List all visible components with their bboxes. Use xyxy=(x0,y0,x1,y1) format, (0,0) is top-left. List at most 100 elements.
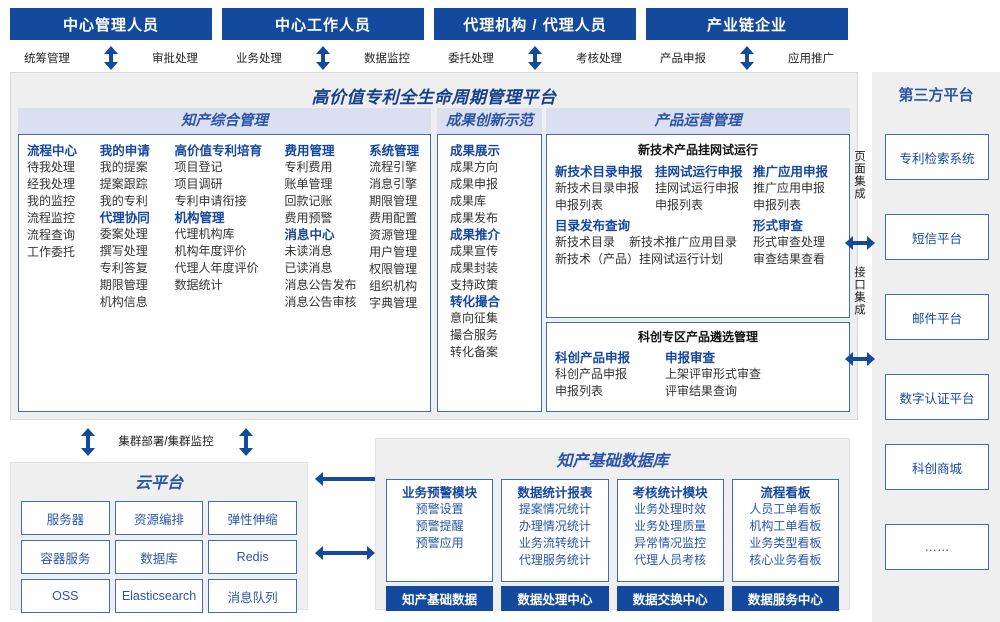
ip-mgmt-item[interactable]: 待我处理 xyxy=(27,160,76,174)
product-ops-item[interactable]: 新技术目录申报 xyxy=(555,181,640,195)
innovation-group-head[interactable]: 成果展示 xyxy=(450,144,501,158)
ip-mgmt-item[interactable]: 机构信息 xyxy=(99,295,148,309)
cloud-cell-7[interactable]: Elasticsearch xyxy=(114,579,204,613)
ip-mgmt-item[interactable]: 消息引擎 xyxy=(369,177,418,191)
ip-mgmt-group-head[interactable]: 消息中心 xyxy=(284,228,335,242)
cloud-cell-8[interactable]: 消息队列 xyxy=(208,579,297,613)
product-ops-group-head[interactable]: 目录发布查询 xyxy=(555,219,631,233)
innovation-item[interactable]: 成果封装 xyxy=(450,261,499,275)
product-ops-item[interactable]: 推广应用申报 xyxy=(753,181,826,195)
innovation-item[interactable]: 成果宣传 xyxy=(450,244,499,258)
product-ops-group-head[interactable]: 新技术目录申报 xyxy=(555,165,643,179)
product-ops-group-head[interactable]: 推广应用申报 xyxy=(753,165,829,179)
database-col-item[interactable]: 业务流转统计 xyxy=(518,536,591,550)
ip-mgmt-item[interactable]: 权限管理 xyxy=(369,262,418,276)
ip-mgmt-group-head[interactable]: 系统管理 xyxy=(369,144,420,158)
database-col-head[interactable]: 数据统计报表 xyxy=(517,486,593,500)
database-col-item[interactable]: 代理服务统计 xyxy=(518,553,591,567)
database-col-footer-0[interactable]: 知产基础数据 xyxy=(386,586,494,611)
ip-mgmt-item[interactable]: 撰写处理 xyxy=(99,244,148,258)
innovation-item[interactable]: 成果方向 xyxy=(450,160,499,174)
ip-mgmt-item[interactable]: 委案处理 xyxy=(99,227,148,241)
ip-mgmt-item[interactable]: 用户管理 xyxy=(369,245,418,259)
innovation-item[interactable]: 支持政策 xyxy=(450,278,499,292)
ip-mgmt-item[interactable]: 期限管理 xyxy=(99,278,148,292)
cloud-cell-4[interactable]: 数据库 xyxy=(114,540,204,574)
role-bar-2[interactable]: 代理机构 / 代理人员 xyxy=(434,8,636,40)
ip-mgmt-item[interactable]: 数据统计 xyxy=(174,278,223,292)
database-col-footer-2[interactable]: 数据交换中心 xyxy=(616,586,724,611)
cloud-cell-1[interactable]: 资源编排 xyxy=(114,501,204,535)
ip-mgmt-item[interactable]: 专利费用 xyxy=(284,160,333,174)
ip-mgmt-item[interactable]: 机构年度评价 xyxy=(174,244,247,258)
third-party-item-5[interactable]: …… xyxy=(885,524,989,570)
database-col-item[interactable]: 办理情况统计 xyxy=(518,519,591,533)
innovation-item[interactable]: 转化备案 xyxy=(450,345,499,359)
role-bar-1[interactable]: 中心工作人员 xyxy=(222,8,424,40)
ip-mgmt-item[interactable]: 消息公告发布 xyxy=(284,278,357,292)
ip-mgmt-item[interactable]: 资源管理 xyxy=(369,228,418,242)
cloud-cell-0[interactable]: 服务器 xyxy=(21,501,110,535)
database-col-head[interactable]: 考核统计模块 xyxy=(632,486,708,500)
ip-mgmt-item[interactable]: 代理机构库 xyxy=(174,227,235,241)
database-col-item[interactable]: 业务处理时效 xyxy=(634,502,707,516)
database-col-item[interactable]: 机构工单看板 xyxy=(749,519,822,533)
product-ops2-item[interactable]: 评审结果查询 xyxy=(665,384,738,398)
cloud-cell-5[interactable]: Redis xyxy=(208,540,297,574)
ip-mgmt-item[interactable]: 工作委托 xyxy=(27,245,76,259)
database-col-item[interactable]: 代理人员考核 xyxy=(634,553,707,567)
third-party-item-4[interactable]: 科创商城 xyxy=(885,444,989,490)
ip-mgmt-group-head[interactable]: 代理协同 xyxy=(99,211,150,225)
product-ops-item[interactable]: 新技术推广应用目录 xyxy=(629,235,738,249)
cloud-cell-6[interactable]: OSS xyxy=(21,579,110,613)
product-ops2-item[interactable]: 申报列表 xyxy=(555,384,604,398)
ip-mgmt-item[interactable]: 流程查询 xyxy=(27,228,76,242)
ip-mgmt-item[interactable]: 已读消息 xyxy=(284,261,333,275)
ip-mgmt-item[interactable]: 提案跟踪 xyxy=(99,177,148,191)
innovation-item[interactable]: 撮合服务 xyxy=(450,328,499,342)
third-party-item-0[interactable]: 专利检索系统 xyxy=(885,134,989,180)
ip-mgmt-item[interactable]: 账单管理 xyxy=(284,177,333,191)
database-col-item[interactable]: 提案情况统计 xyxy=(518,502,591,516)
innovation-item[interactable]: 成果发布 xyxy=(450,211,499,225)
product-ops-item[interactable]: 形式审查处理 xyxy=(753,235,826,249)
database-col-item[interactable]: 预警设置 xyxy=(415,502,464,516)
product-ops-group-head[interactable]: 挂网试运行申报 xyxy=(655,165,743,179)
ip-mgmt-item[interactable]: 回款记账 xyxy=(284,194,333,208)
database-col-footer-1[interactable]: 数据处理中心 xyxy=(501,586,609,611)
innovation-group-head[interactable]: 转化撮合 xyxy=(450,295,501,309)
database-col-item[interactable]: 预警应用 xyxy=(415,536,464,550)
product-ops2-group-head[interactable]: 科创产品申报 xyxy=(555,351,631,365)
ip-mgmt-item[interactable]: 费用配置 xyxy=(369,211,418,225)
cloud-cell-3[interactable]: 容器服务 xyxy=(21,540,110,574)
product-ops2-item[interactable]: 上架评审形式审查 xyxy=(665,367,762,381)
role-bar-0[interactable]: 中心管理人员 xyxy=(10,8,212,40)
third-party-item-3[interactable]: 数字认证平台 xyxy=(885,374,989,420)
ip-mgmt-item[interactable]: 专利答复 xyxy=(99,261,148,275)
ip-mgmt-item[interactable]: 项目登记 xyxy=(174,160,223,174)
product-ops2-item[interactable]: 科创产品申报 xyxy=(555,367,628,381)
innovation-item[interactable]: 成果库 xyxy=(450,194,487,208)
ip-mgmt-item[interactable]: 代理人年度评价 xyxy=(174,261,259,275)
product-ops-item[interactable]: 审查结果查看 xyxy=(753,252,826,266)
product-ops-group-head[interactable]: 形式审查 xyxy=(753,219,804,233)
ip-mgmt-item[interactable]: 组织机构 xyxy=(369,279,418,293)
product-ops2-group-head[interactable]: 申报审查 xyxy=(665,351,716,365)
product-ops-item[interactable]: 挂网试运行申报 xyxy=(655,181,740,195)
ip-mgmt-item[interactable]: 未读消息 xyxy=(284,244,333,258)
ip-mgmt-item[interactable]: 我的提案 xyxy=(99,160,148,174)
product-ops-item[interactable]: 新技术目录 xyxy=(555,235,616,249)
innovation-item[interactable]: 成果申报 xyxy=(450,177,499,191)
ip-mgmt-item[interactable]: 流程引擎 xyxy=(369,160,418,174)
ip-mgmt-group-head[interactable]: 费用管理 xyxy=(284,144,335,158)
innovation-group-head[interactable]: 成果推介 xyxy=(450,228,501,242)
ip-mgmt-group-head[interactable]: 流程中心 xyxy=(27,144,78,158)
database-col-item[interactable]: 人员工单看板 xyxy=(749,502,822,516)
ip-mgmt-item[interactable]: 我的监控 xyxy=(27,194,76,208)
database-col-item[interactable]: 业务类型看板 xyxy=(749,536,822,550)
third-party-item-1[interactable]: 短信平台 xyxy=(885,214,989,260)
database-col-head[interactable]: 流程看板 xyxy=(760,486,811,500)
third-party-item-2[interactable]: 邮件平台 xyxy=(885,294,989,340)
database-col-item[interactable]: 异常情况监控 xyxy=(634,536,707,550)
ip-mgmt-item[interactable]: 消息公告审核 xyxy=(284,295,357,309)
